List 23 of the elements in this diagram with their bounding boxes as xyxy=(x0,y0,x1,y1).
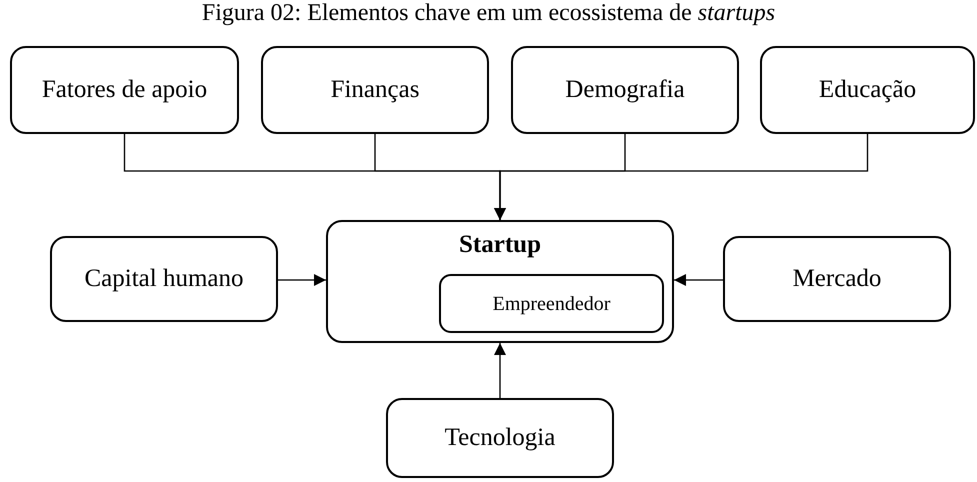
box-label: Empreendedor xyxy=(492,292,612,316)
box-label: Fatores de apoio xyxy=(40,75,208,105)
arrow xyxy=(674,274,723,286)
box-label: Tecnologia xyxy=(444,423,556,453)
box-label: Capital humano xyxy=(84,264,244,294)
process-box xyxy=(511,46,739,134)
arrow xyxy=(494,343,506,398)
box-label: Mercado xyxy=(792,264,882,294)
box-heading: Startup xyxy=(458,230,542,260)
process-box xyxy=(386,398,614,478)
process-box xyxy=(261,46,489,134)
process-box xyxy=(723,236,951,322)
arrow xyxy=(494,134,868,220)
process-box xyxy=(439,274,664,333)
process-box xyxy=(10,46,239,134)
box-label: Educação xyxy=(818,75,918,105)
figure-title: Figura 02: Elementos chave em um ecossistema de startups xyxy=(200,0,776,26)
process-box xyxy=(760,46,975,134)
box-label: Finanças xyxy=(330,75,420,105)
box-label: Demografia xyxy=(564,75,686,105)
container-box xyxy=(326,220,674,343)
process-box xyxy=(50,236,278,322)
arrow xyxy=(278,274,326,286)
